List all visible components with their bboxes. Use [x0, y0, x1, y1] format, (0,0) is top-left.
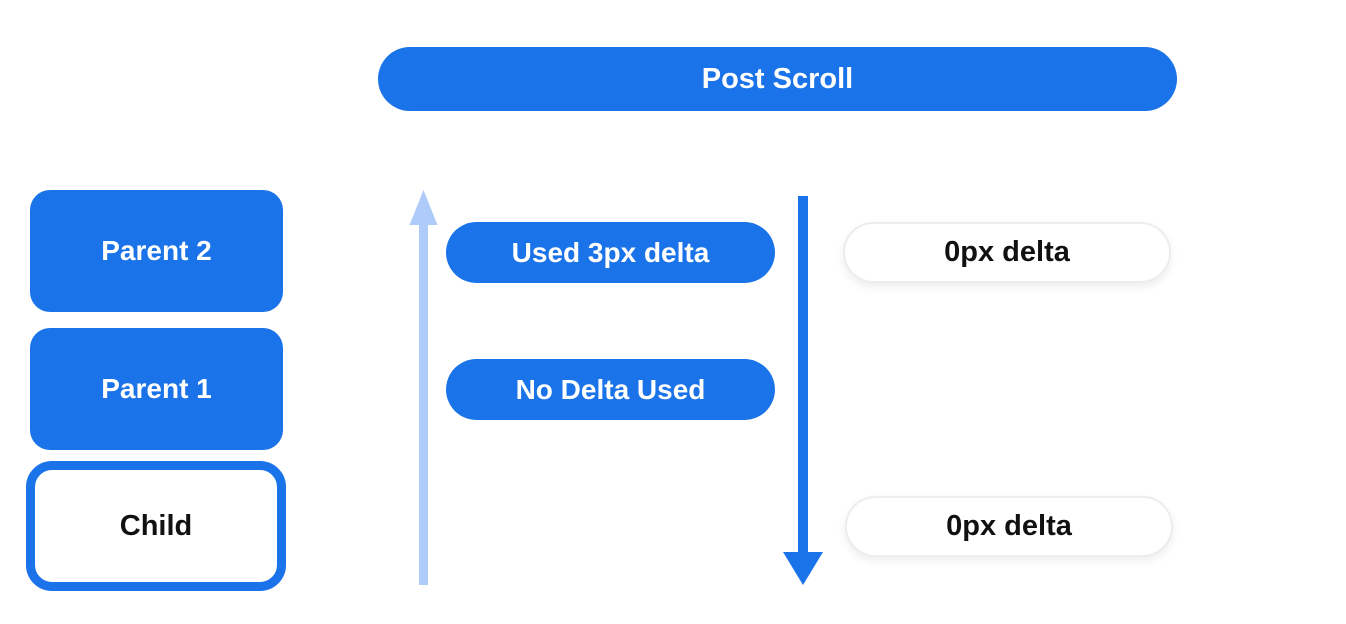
used-delta-pill: Used 3px delta	[446, 222, 775, 283]
parent2-box: Parent 2	[30, 190, 283, 312]
scroll-up-arrow	[409, 190, 438, 585]
child-box: Child	[26, 461, 286, 591]
zero-delta-top-pill: 0px delta	[843, 222, 1171, 283]
scroll-down-arrow	[783, 196, 823, 585]
zero-delta-bottom-pill: 0px delta	[845, 496, 1173, 557]
post-scroll-banner: Post Scroll	[378, 47, 1177, 111]
parent1-box: Parent 1	[30, 328, 283, 450]
no-delta-used-pill: No Delta Used	[446, 359, 775, 420]
